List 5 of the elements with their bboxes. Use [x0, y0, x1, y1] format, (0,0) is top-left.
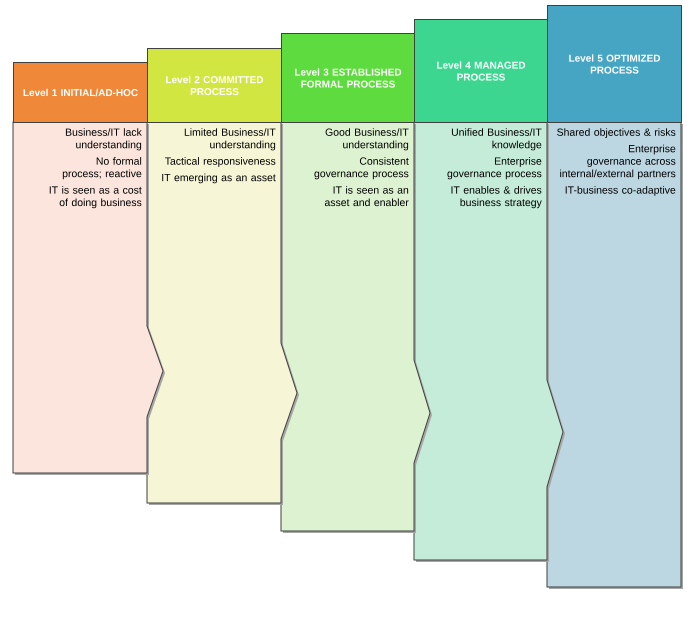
level-header: Level 1 INITIAL/AD-HOC — [13, 62, 148, 123]
level-header: Level 5 OPTIMIZED PROCESS — [547, 5, 682, 123]
level-header: Level 3 ESTABLISHED FORMAL PROCESS — [281, 33, 415, 123]
level-header: Level 4 MANAGED PROCESS — [414, 19, 548, 123]
level-header: Level 2 COMMITTED PROCESS — [147, 48, 282, 123]
